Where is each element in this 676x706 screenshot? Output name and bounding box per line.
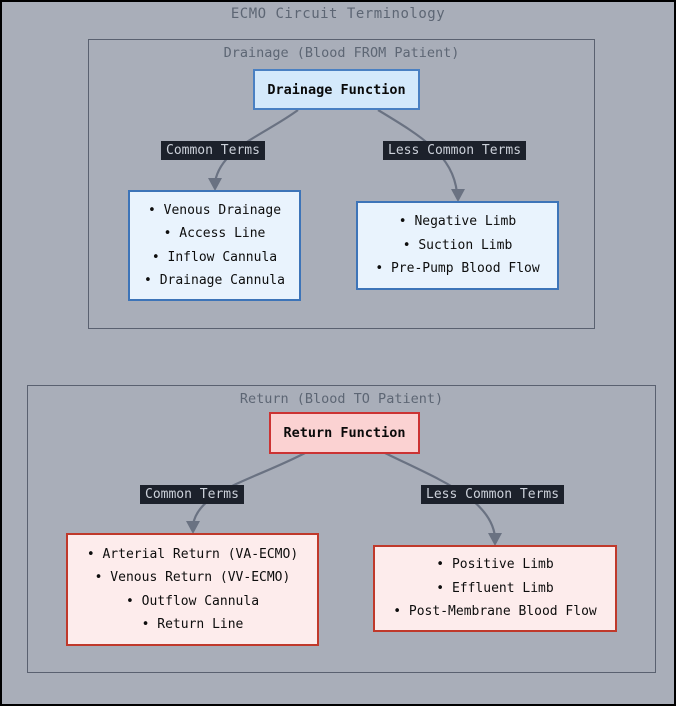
term-item: • Outflow Cannula <box>125 593 260 609</box>
common-terms-label: Common Terms <box>140 485 244 504</box>
less-common-terms-label: Less Common Terms <box>421 485 565 504</box>
term-item: • Suction Limb <box>402 237 513 253</box>
return-section-box: Return (Blood TO Patient) <box>27 385 656 673</box>
drainage-common-terms-list: • Venous Drainage • Access Line • Inflow C… <box>128 190 301 301</box>
return-common-terms-list: • Arterial Return (VA-ECMO) • Venous Retu… <box>66 533 319 646</box>
term-item: • Pre-Pump Blood Flow <box>375 261 540 277</box>
term-item: • Effluent Limb <box>436 580 554 596</box>
return-function-node: Return Function <box>269 412 420 454</box>
term-item: • Venous Return (VV-ECMO) <box>94 570 291 585</box>
drainage-less-common-terms-list: • Negative Limb • Suction Limb • Pre-Pump … <box>356 201 559 290</box>
term-item: • Negative Limb <box>398 214 517 230</box>
term-item: • Inflow Cannula <box>151 249 278 265</box>
term-item: • Venous Drainage <box>147 202 282 218</box>
term-item: • Arterial Return (VA-ECMO) <box>86 546 299 562</box>
return-section-title: Return (Blood TO Patient) <box>239 391 444 407</box>
term-item: • Access Line <box>163 226 266 241</box>
return-less-common-terms-list: • Positive Limb • Effluent Limb • Post-Mem… <box>373 545 617 632</box>
drainage-section-box: Drainage (Blood FROM Patient) <box>88 39 595 329</box>
term-item: • Return Line <box>141 617 244 632</box>
term-item: • Drainage Cannula <box>144 273 285 288</box>
common-terms-label: Common Terms <box>161 141 265 160</box>
term-item: • Positive Limb <box>436 557 554 573</box>
drainage-section-title: Drainage (Blood FROM Patient) <box>223 45 460 61</box>
page-title: ECMO Circuit Terminology <box>230 6 446 22</box>
drainage-function-node: Drainage Function <box>253 69 420 110</box>
less-common-terms-label: Less Common Terms <box>383 141 527 160</box>
term-item: • Post-Membrane Blood Flow <box>393 604 597 620</box>
